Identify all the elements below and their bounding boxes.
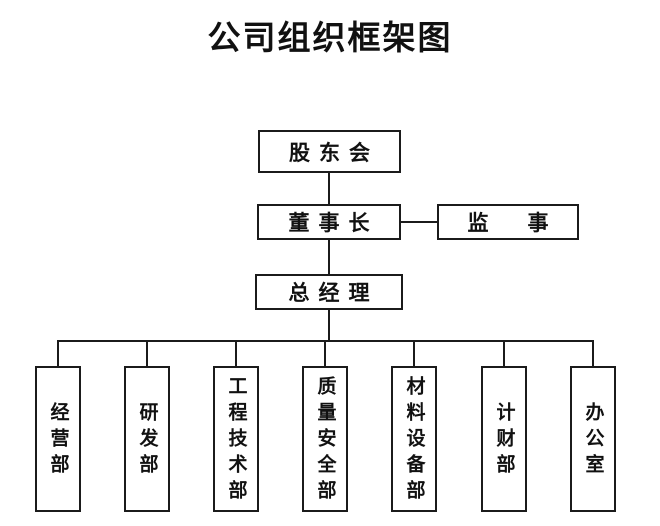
connector-drop-dept-rnd — [146, 340, 148, 366]
node-dept-materials-label: 材料设备部 — [403, 376, 426, 506]
node-dept-quality-safety[interactable]: 质量安全部 — [302, 366, 348, 512]
connector-chairman-to-supervisor — [400, 221, 438, 223]
node-dept-finance[interactable]: 计财部 — [481, 366, 527, 512]
node-dept-rnd-label: 研发部 — [136, 402, 159, 480]
connector-drop-dept-finance — [503, 340, 505, 366]
page-title: 公司组织框架图 — [207, 18, 453, 57]
connector-drop-dept-office — [592, 340, 594, 366]
node-shareholders[interactable]: 股东会 — [258, 130, 401, 173]
node-dept-operations-label: 经营部 — [47, 402, 70, 480]
node-dept-engineering[interactable]: 工程技术部 — [213, 366, 259, 512]
node-dept-quality-safety-label: 质量安全部 — [314, 376, 337, 506]
node-dept-rnd[interactable]: 研发部 — [124, 366, 170, 512]
connector-drop-dept-engineering — [235, 340, 237, 366]
node-supervisor[interactable]: 监 事 — [437, 204, 579, 240]
connector-drop-dept-quality-safety — [324, 340, 326, 366]
node-dept-operations[interactable]: 经营部 — [35, 366, 81, 512]
connector-general-manager-to-bus — [328, 309, 330, 342]
node-dept-materials[interactable]: 材料设备部 — [391, 366, 437, 512]
connector-chairman-to-general-manager — [328, 239, 330, 275]
connector-shareholders-to-chairman — [328, 172, 330, 206]
node-dept-office[interactable]: 办公室 — [570, 366, 616, 512]
connector-drop-dept-materials — [413, 340, 415, 366]
node-chairman[interactable]: 董事长 — [257, 204, 401, 240]
node-dept-engineering-label: 工程技术部 — [225, 376, 248, 506]
node-dept-office-label: 办公室 — [582, 402, 605, 480]
node-dept-finance-label: 计财部 — [493, 402, 516, 480]
connector-drop-dept-operations — [57, 340, 59, 366]
node-general-manager[interactable]: 总经理 — [255, 274, 403, 310]
